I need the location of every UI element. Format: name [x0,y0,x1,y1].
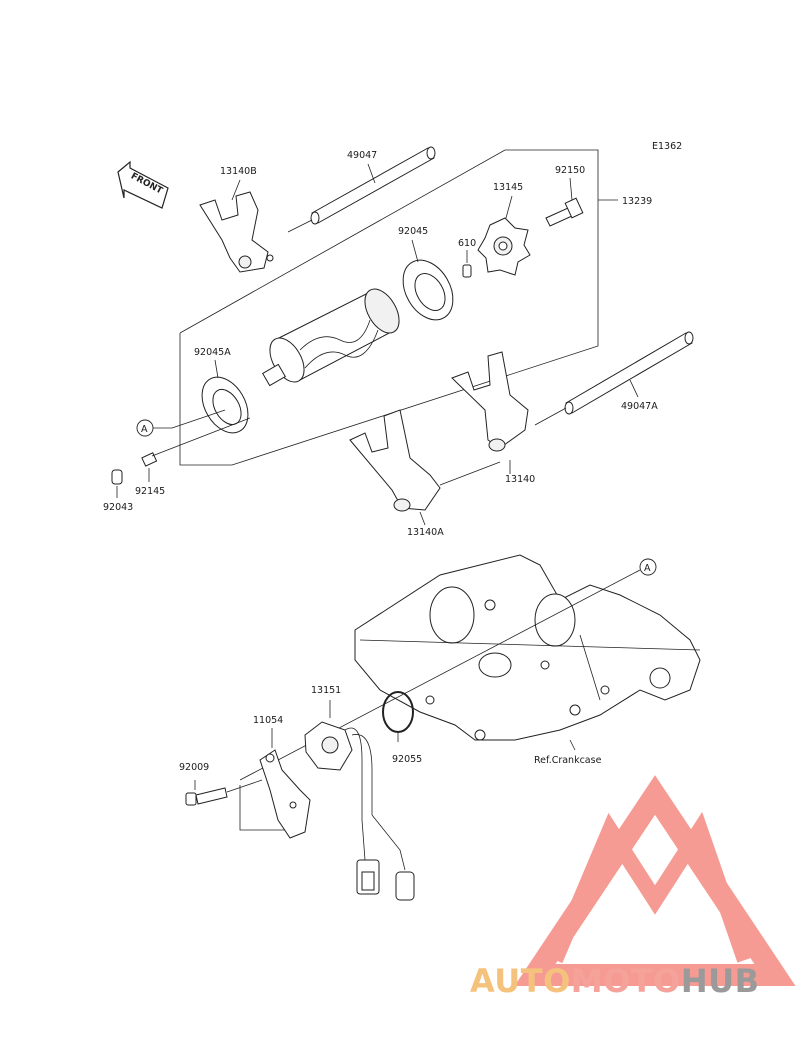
shift-drum [262,288,400,387]
bolt-92009 [185,779,263,806]
label-13145: 13145 [493,182,523,193]
callout-a-text: A [141,424,148,435]
shaft-49047a [534,331,694,426]
watermark-logo-icon [514,775,796,986]
shift-fork-13140 [451,351,529,474]
o-ring-92055 [382,691,414,742]
star-plate-13145 [477,195,531,276]
shift-fork-13140b [199,179,274,273]
bolt-92150 [545,177,584,227]
screw-92145 [141,417,251,482]
bearing-92045 [402,239,454,321]
label-ref-crankcase: Ref.Crankcase [534,755,602,766]
plate-11054 [239,728,311,839]
connector-left [356,819,380,895]
watermark-brand: AUTOMOTOHUB [470,962,760,1000]
sensor-13151 [304,700,373,820]
crankcase-housing [354,554,701,751]
brand-auto: AUTO [470,962,571,1000]
shaft-49047 [287,146,436,233]
label-49047a: 49047A [621,401,658,412]
label-11054: 11054 [253,715,283,726]
shift-fork-13140a [349,409,501,526]
bearing-92045a [201,359,249,434]
label-92009: 92009 [179,762,209,773]
assembly-bracket [179,149,618,466]
pin-610 [462,250,472,278]
part-labels: 13140B 49047 92150 13145 13239 92045 610… [103,150,658,773]
front-arrow-icon: FRONT [117,160,169,209]
label-92045a: 92045A [194,347,231,358]
label-13140a: 13140A [407,527,444,538]
label-92150: 92150 [555,165,585,176]
label-13140: 13140 [505,474,535,485]
diagram-code: E1362 [652,141,682,152]
label-610: 610 [458,238,476,249]
brand-moto: MOTO [570,962,681,1000]
connector-right [371,814,415,901]
label-92055: 92055 [392,754,422,765]
label-13239: 13239 [622,196,652,207]
callout-a-upper: A [136,409,226,437]
label-13151: 13151 [311,685,341,696]
brand-hub: HUB [680,962,760,1000]
label-92043: 92043 [103,502,133,513]
label-49047: 49047 [347,150,377,161]
label-92045: 92045 [398,226,428,237]
pin-92043 [111,469,123,498]
label-92145: 92145 [135,486,165,497]
label-13140b: 13140B [220,166,257,177]
callout-a-lower-text: A [644,563,651,574]
